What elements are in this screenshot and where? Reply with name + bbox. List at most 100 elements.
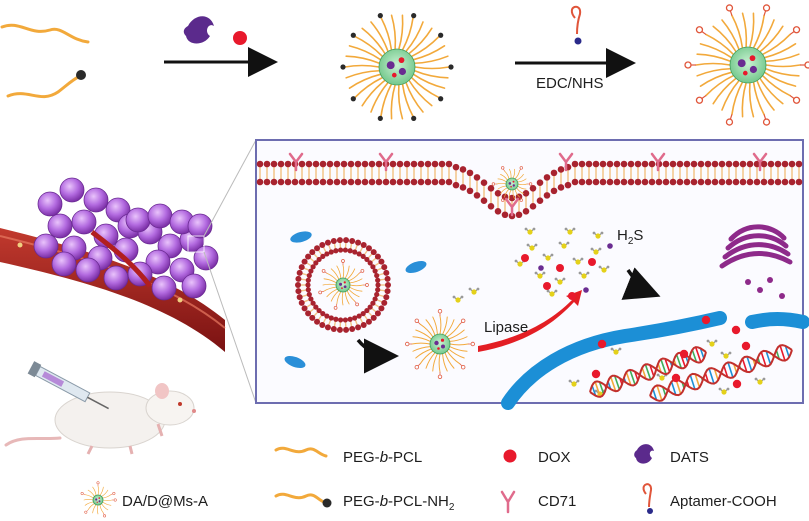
micelle-amine (340, 13, 454, 121)
polymer-arm (398, 14, 404, 50)
core-dats (434, 340, 439, 346)
lipid-head (383, 294, 390, 301)
hydrogen-atom (580, 257, 584, 261)
polymer-arm (721, 19, 740, 51)
lipid-head (410, 178, 418, 186)
lipid-head (543, 174, 551, 181)
mouse-head (145, 390, 195, 426)
sulfur-atom (455, 297, 461, 303)
lipid-head (310, 300, 316, 306)
aptamer-loop (437, 374, 443, 379)
hydrogen-atom (594, 389, 598, 393)
dox-molecule (701, 315, 711, 325)
mouse-eye (178, 402, 182, 406)
hydrogen-atom (554, 277, 558, 281)
lipid-head (655, 178, 663, 186)
base-pair (652, 388, 658, 401)
lipid-head (308, 296, 314, 302)
dox-molecule (732, 379, 742, 389)
polymer-arm (344, 265, 350, 279)
sulfur-atom (537, 273, 543, 279)
base-pair (670, 381, 677, 396)
hydrogen-atom (728, 351, 732, 355)
lipid-head (711, 178, 719, 186)
lipid-head (438, 178, 446, 186)
lipid-head (328, 249, 334, 255)
sulfur-atom (595, 233, 601, 239)
polymer-arm (345, 55, 381, 65)
lipid-head (370, 249, 377, 256)
lipid-head (732, 178, 740, 186)
legend-dox-icon (503, 449, 517, 463)
polymer-arm (380, 83, 393, 118)
lipid-head (333, 316, 339, 322)
lipid-head (557, 184, 565, 191)
lipid-head (620, 178, 628, 186)
aptamer-stem (359, 271, 362, 274)
lipid-head (333, 178, 341, 186)
polymer-arm (699, 43, 733, 59)
polymer-arm (509, 168, 512, 179)
polymer-arm (752, 14, 765, 49)
lipid-head (372, 268, 378, 274)
polymer-arm (408, 79, 433, 107)
tumor-cluster (33, 177, 219, 301)
aptamer-loop (470, 341, 475, 347)
lipid-head (326, 178, 334, 186)
core-dox (343, 281, 346, 284)
lipid-head (312, 178, 320, 186)
lipid-head (374, 310, 381, 317)
lipid-head (384, 288, 391, 295)
aptamer-loop (519, 166, 523, 170)
legend-aptamer-icon (642, 483, 653, 514)
polymer-arm (99, 504, 104, 514)
tumor-cell (71, 209, 97, 235)
hydrogen-atom (468, 287, 472, 291)
dna-helices (589, 344, 793, 402)
polymer-arm (97, 485, 99, 496)
zoom-line-bottom (203, 251, 257, 404)
lipid-head (760, 160, 768, 168)
base-pair (713, 368, 719, 381)
lipid-head (606, 160, 614, 168)
core-dats (441, 344, 445, 349)
lipid-head (319, 321, 326, 328)
nucleus-envelope-right (745, 312, 809, 329)
lipid-head (529, 202, 537, 210)
dox-molecule (741, 341, 751, 351)
amine-end (350, 96, 356, 102)
aptamer-loop (84, 510, 88, 514)
dox-molecule (591, 369, 601, 379)
aptamer-loop (792, 26, 801, 34)
lipid-head (340, 160, 348, 168)
lipid-head (417, 178, 425, 186)
lipid-head (352, 315, 358, 321)
polymer-arm (84, 494, 94, 499)
polymer-arm (412, 336, 431, 342)
polymer-arm (761, 74, 791, 97)
lipid-head (320, 253, 326, 260)
lipid-head (417, 160, 425, 168)
polymer-arm (413, 69, 449, 79)
lipid-head (613, 178, 621, 186)
micelle-core (505, 177, 519, 191)
lipid-head (368, 178, 376, 186)
lipid-head (383, 269, 390, 276)
lipid-head (349, 237, 356, 244)
hydrogen-atom (558, 241, 562, 245)
nucleus-envelope (501, 311, 727, 410)
aptamer-loop (318, 290, 322, 295)
lipid-head (298, 264, 305, 271)
aptamer-stem (354, 301, 357, 304)
core-dox (510, 185, 512, 188)
legend-text-part: -PCL (388, 449, 422, 466)
lipid-head (354, 178, 362, 186)
lipid-head (704, 160, 712, 168)
legend-micelle-icon (80, 481, 117, 518)
endocytosed-micelle (491, 166, 533, 202)
tumor-cell (181, 273, 207, 299)
lipid-head (760, 178, 768, 186)
hydrogen-atom (568, 379, 572, 383)
polymer-arm (517, 183, 528, 186)
golgi-cisterna (725, 233, 789, 251)
